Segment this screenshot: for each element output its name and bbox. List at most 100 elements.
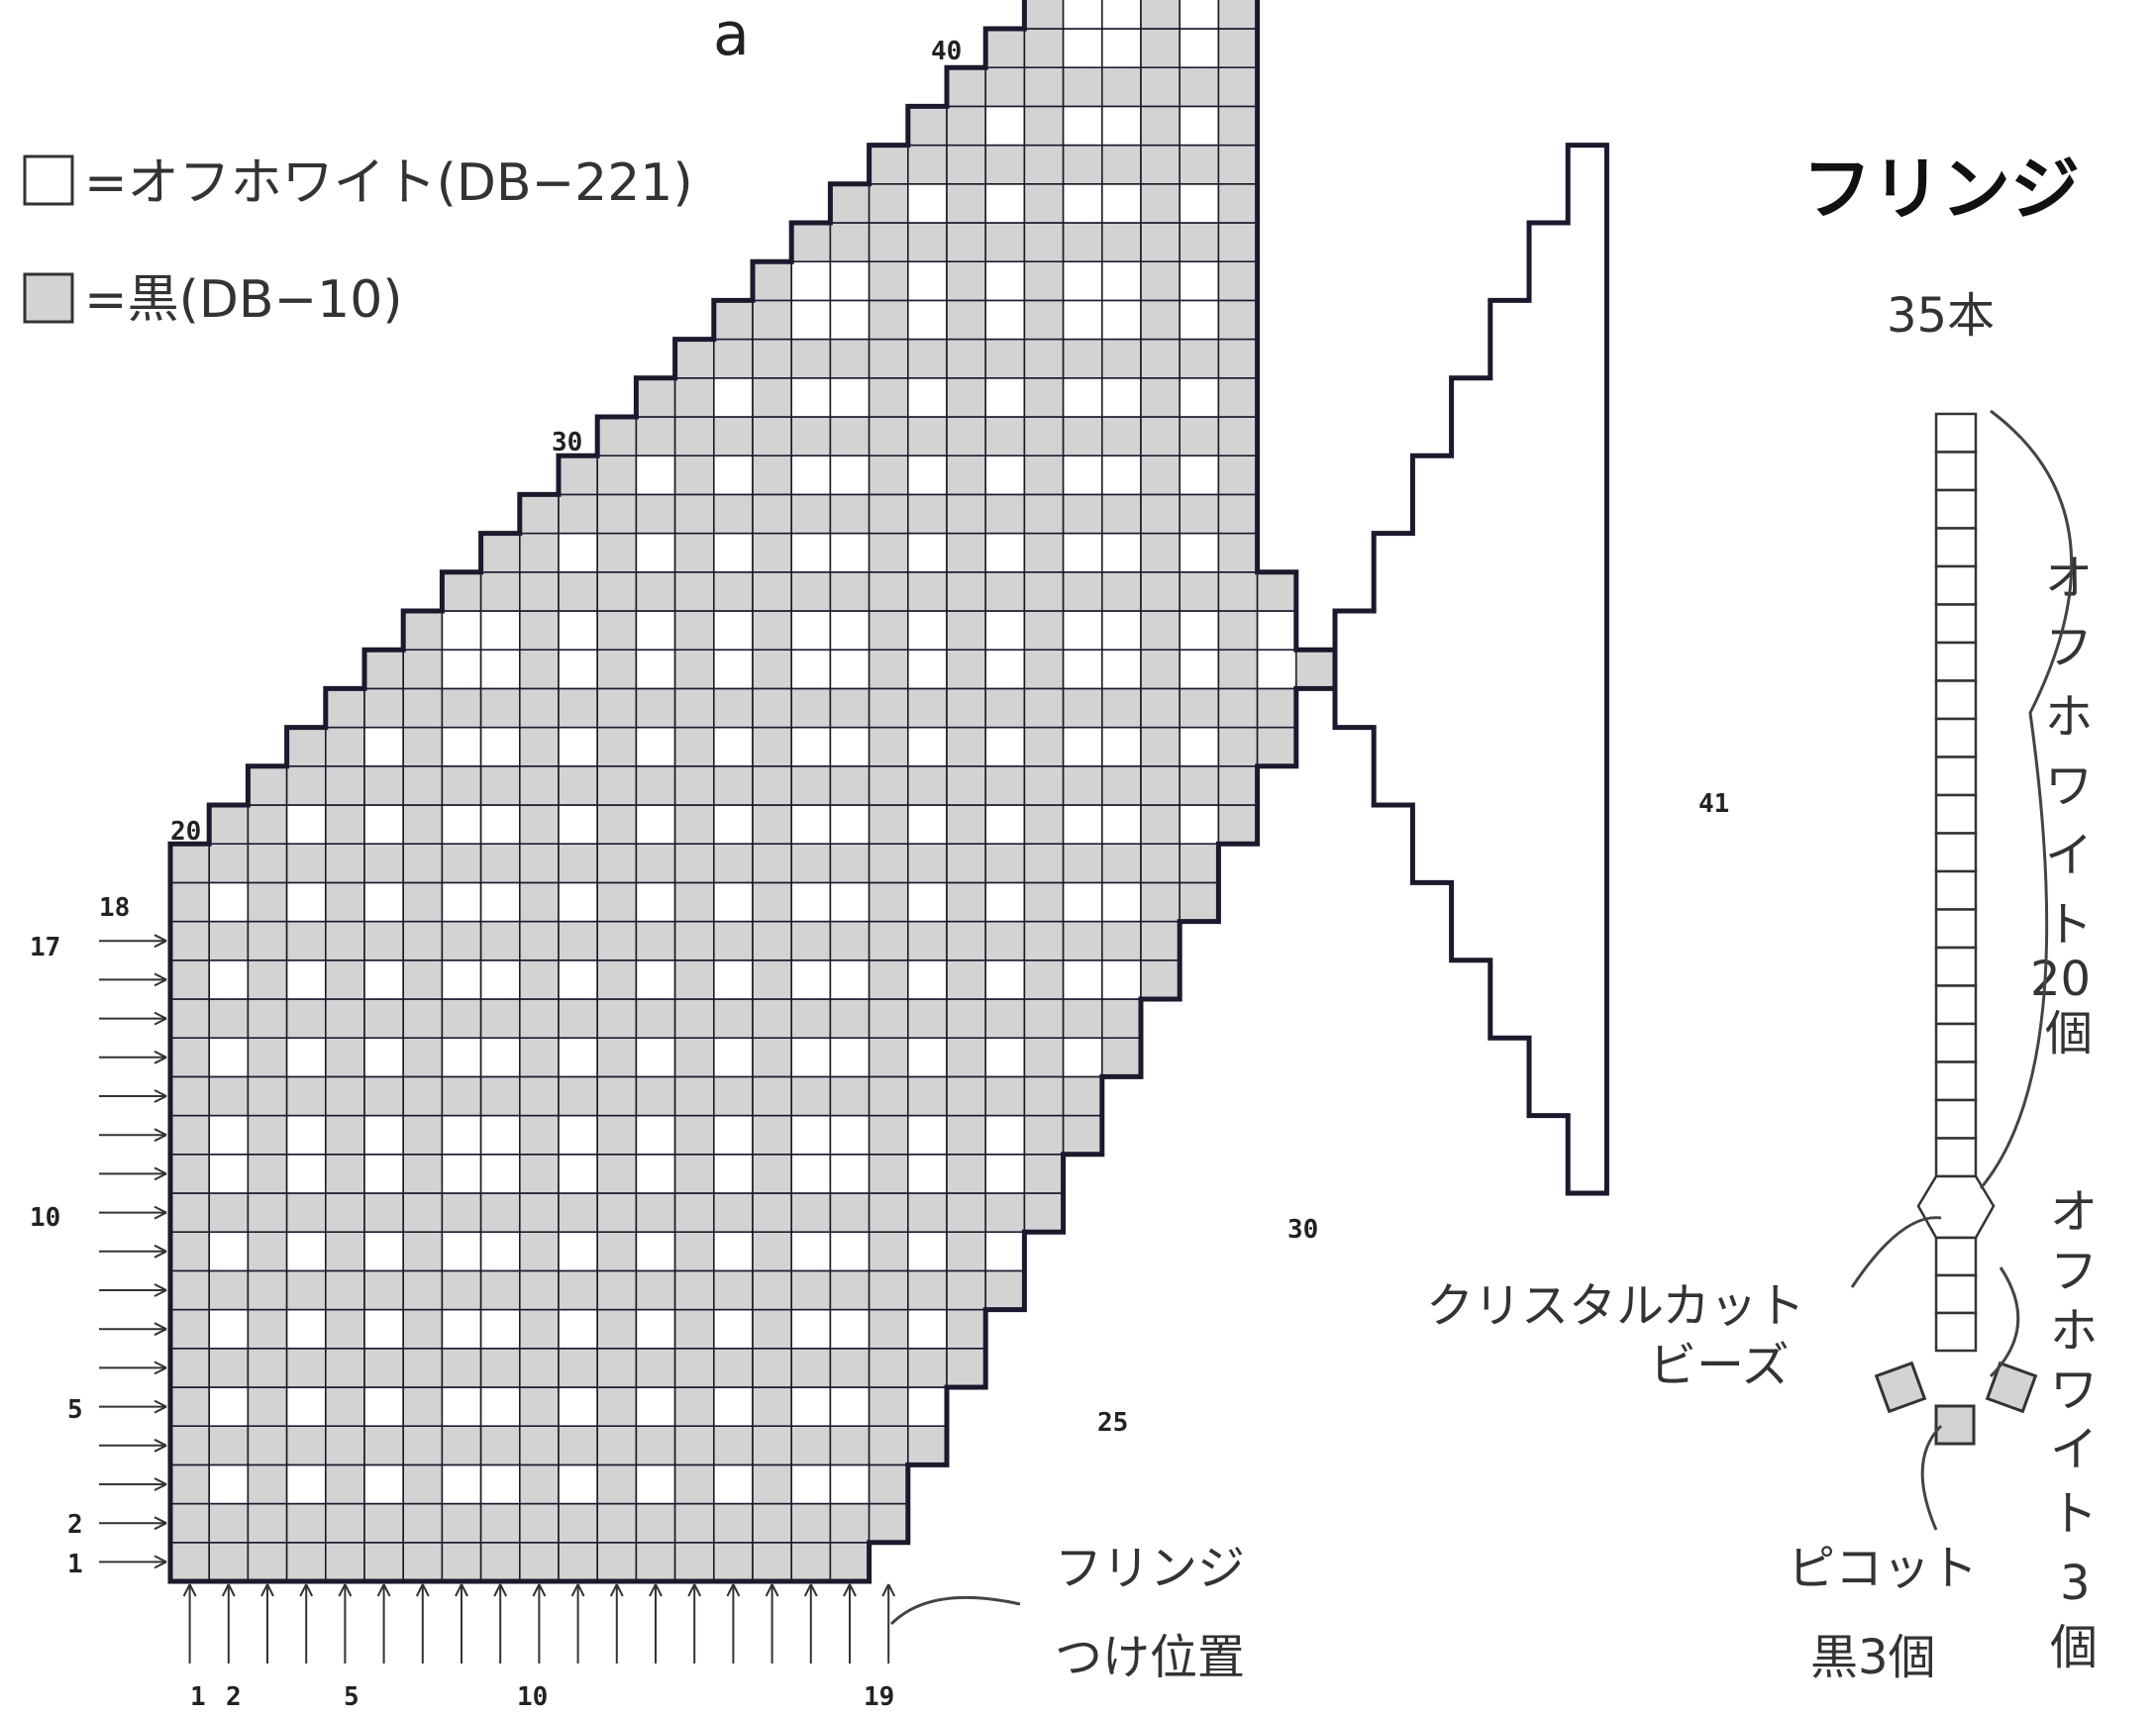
bead-cell	[1217, 532, 1259, 573]
bead-cell	[1140, 804, 1181, 846]
bead-cell	[1101, 299, 1142, 341]
bead-grid	[169, 0, 1336, 1582]
bead-cell	[247, 764, 288, 806]
bead-cell	[596, 1231, 638, 1272]
bead-cell	[1217, 804, 1259, 846]
bead-cell	[169, 843, 211, 884]
bead-cell	[518, 1075, 560, 1117]
bead-cell	[984, 1114, 1026, 1156]
bead-cell	[946, 105, 987, 147]
bead-cell	[712, 1502, 754, 1544]
bead-cell	[518, 493, 560, 535]
fringe-count: 35本	[1887, 288, 1995, 344]
bead-cell	[324, 998, 365, 1040]
bead-cell	[1023, 454, 1065, 496]
bead-cell	[868, 144, 909, 185]
bead-cell	[790, 1075, 832, 1117]
bead-cell	[1101, 726, 1142, 767]
bead-cell	[169, 1075, 211, 1117]
bead-cell	[712, 1269, 754, 1311]
bead-cell	[479, 1037, 521, 1078]
bead-cell	[1101, 454, 1142, 496]
fringe-position-leader	[889, 1595, 1021, 1626]
fringe-arrow-head	[609, 1583, 624, 1597]
bead-cell	[1256, 726, 1297, 767]
bead-cell	[712, 1386, 754, 1428]
bead-cell	[208, 1464, 250, 1505]
bead-cell	[596, 1464, 638, 1505]
bead-cell	[829, 454, 871, 496]
bead-cell	[752, 1386, 793, 1428]
bead-cell	[673, 1502, 715, 1544]
bead-cell	[868, 183, 909, 224]
bead-cell	[984, 66, 1026, 108]
bead-cell	[712, 1192, 754, 1234]
bead-cell	[1179, 454, 1220, 496]
bead-cell	[247, 1231, 288, 1272]
bead-cell	[673, 1192, 715, 1234]
bead-cell	[673, 1542, 715, 1582]
bead-cell	[829, 338, 871, 379]
bead-cell	[1023, 1075, 1065, 1117]
bead-cell	[752, 1114, 793, 1156]
bead-cell	[208, 1192, 250, 1234]
bead-cell	[752, 726, 793, 767]
bead-cell	[946, 843, 987, 884]
bead-cell	[558, 1192, 599, 1234]
bead-cell	[946, 1231, 987, 1272]
fringe-arrow-head	[570, 1583, 585, 1597]
bead-cell	[790, 1154, 832, 1194]
bead-cell	[402, 1037, 444, 1078]
bead-cell	[518, 649, 560, 690]
bead-cell	[829, 1192, 871, 1234]
bead-cell	[790, 998, 832, 1040]
bead-cell	[868, 338, 909, 379]
bead-cell	[906, 920, 948, 961]
bead-cell	[1023, 183, 1065, 224]
bead-cell	[712, 376, 754, 418]
bead-cell	[790, 299, 832, 341]
bead-cell	[1023, 28, 1065, 69]
bead-cell	[752, 843, 793, 884]
bead-cell	[479, 1425, 521, 1466]
bead-cell	[984, 260, 1026, 302]
bead-cell	[324, 726, 365, 767]
bead-cell	[752, 764, 793, 806]
bead-cell	[479, 649, 521, 690]
bead-cell	[712, 1075, 754, 1117]
bead-cell	[635, 1075, 676, 1117]
bead-cell	[712, 687, 754, 729]
bead-cell	[285, 1308, 327, 1350]
bead-cell	[402, 959, 444, 1000]
bead-cell	[402, 764, 444, 806]
bead-cell	[596, 998, 638, 1040]
bead-cell	[479, 959, 521, 1000]
bead-cell	[1179, 416, 1220, 457]
bead-cell	[441, 804, 482, 846]
col-label-2: 2	[226, 1682, 242, 1712]
bead-cell	[673, 1348, 715, 1388]
bead-cell	[868, 1348, 909, 1388]
bead-cell	[169, 920, 211, 961]
bead-grid-outline	[167, 0, 1609, 1584]
bead-cell	[673, 1464, 715, 1505]
bead-cell	[479, 1269, 521, 1311]
bead-cell	[363, 1192, 405, 1234]
bead-cell	[635, 998, 676, 1040]
bead-cell	[402, 804, 444, 846]
bead-cell	[558, 959, 599, 1000]
bead-cell	[1140, 28, 1181, 69]
fringe-arrow-head	[765, 1583, 779, 1597]
bead-cell	[169, 959, 211, 1000]
bead-cell	[1140, 66, 1181, 108]
bead-cell	[790, 1037, 832, 1078]
fringe-arrow-head	[154, 1438, 167, 1453]
bead-cell	[208, 881, 250, 923]
bead-cell	[946, 1192, 987, 1234]
bead-cell	[1101, 0, 1142, 30]
bead-cell	[558, 1114, 599, 1156]
bead-cell	[1101, 843, 1142, 884]
bead-cell	[169, 1542, 211, 1582]
bead-cell	[868, 299, 909, 341]
